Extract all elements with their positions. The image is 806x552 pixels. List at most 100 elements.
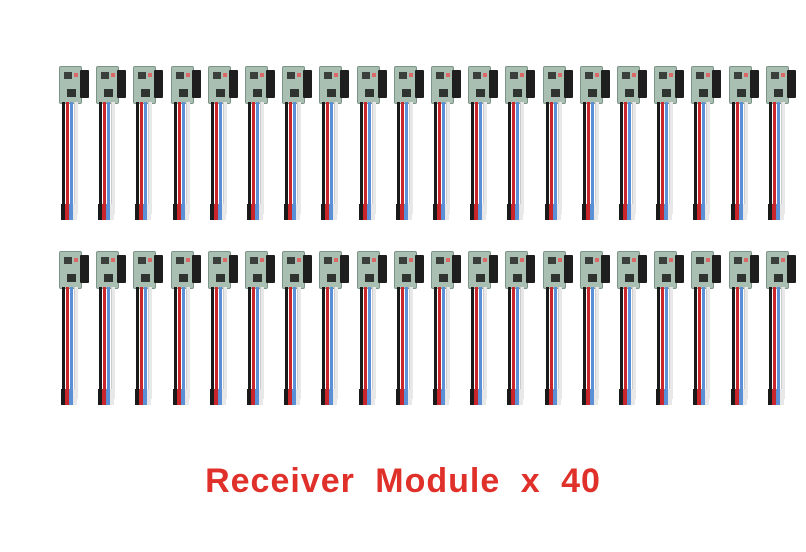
- wire-white: [483, 102, 488, 214]
- wire-red: [549, 102, 553, 214]
- wire-tip: [247, 204, 251, 220]
- wire-tip: [619, 204, 623, 220]
- wire-tip: [552, 204, 557, 220]
- wire-black: [359, 287, 363, 399]
- receiver-module: [578, 249, 614, 407]
- wire-red: [475, 102, 479, 214]
- wire-blue: [479, 102, 483, 214]
- wire-red: [661, 102, 665, 214]
- wire-black: [359, 102, 363, 214]
- wire-black: [582, 287, 586, 399]
- wire-tip: [668, 204, 673, 220]
- wire-tip: [143, 204, 148, 220]
- wire-blue: [70, 102, 73, 214]
- wire-blue: [144, 287, 148, 399]
- receiver-module: [652, 249, 688, 407]
- wire-tip: [296, 204, 301, 220]
- wire-tip: [507, 389, 512, 405]
- wire-white: [222, 102, 227, 214]
- wire-tip: [548, 389, 553, 405]
- wire-tip: [143, 389, 148, 405]
- wire-tip: [433, 204, 437, 220]
- wire-white: [408, 287, 413, 399]
- wire-blue: [404, 287, 408, 399]
- wire-tip: [333, 389, 338, 405]
- wire-red: [140, 102, 144, 214]
- antenna: [340, 255, 350, 283]
- wire-tip: [184, 389, 189, 405]
- wire-tip: [474, 204, 479, 220]
- wire-black: [396, 287, 400, 399]
- pcb-board: [654, 66, 678, 104]
- wire-tip: [474, 389, 479, 405]
- wire-black: [620, 287, 623, 399]
- wire-tip: [407, 389, 412, 405]
- wire-tip: [779, 204, 784, 220]
- wire-blue: [442, 102, 445, 214]
- pcb-board: [393, 251, 417, 289]
- wire-black: [173, 102, 177, 214]
- wire-red: [289, 287, 293, 399]
- pcb-board: [431, 66, 454, 104]
- wire-black: [582, 102, 586, 214]
- wire-white: [780, 102, 785, 214]
- wire-black: [396, 102, 400, 214]
- wire-white: [780, 287, 785, 399]
- wire-black: [434, 102, 437, 214]
- wire-white: [446, 287, 450, 399]
- pcb-board: [207, 66, 231, 104]
- wire-blue: [293, 102, 297, 214]
- antenna: [489, 255, 499, 283]
- wire-tip: [147, 389, 152, 405]
- wire-blue: [256, 102, 259, 214]
- module-row-top: [0, 64, 806, 224]
- wire-tip: [221, 389, 226, 405]
- wire-white: [520, 287, 525, 399]
- wire-tip: [589, 389, 594, 405]
- wire-tip: [701, 389, 706, 405]
- wire-red: [735, 287, 739, 399]
- pcb-board: [728, 66, 752, 104]
- wire-blue: [628, 287, 631, 399]
- wire-blue: [293, 287, 297, 399]
- receiver-module: [615, 64, 651, 222]
- pcb-board: [170, 66, 194, 104]
- wire-red: [214, 102, 218, 214]
- antenna: [303, 70, 313, 98]
- wire-blue: [516, 102, 520, 214]
- receiver-module: [57, 64, 93, 222]
- wire-red: [586, 102, 590, 214]
- pcb-board: [654, 251, 678, 289]
- wire-white: [74, 102, 78, 214]
- receiver-module: [429, 64, 465, 222]
- wire-tip: [437, 389, 441, 405]
- wire-tip: [544, 389, 549, 405]
- antenna: [377, 70, 387, 98]
- wire-red: [772, 102, 776, 214]
- wire-tip: [445, 204, 449, 220]
- wire-red: [661, 287, 665, 399]
- wire-tip: [176, 204, 181, 220]
- pcb-board: [59, 251, 82, 289]
- wire-tip: [209, 389, 214, 405]
- wire-black: [694, 287, 698, 399]
- wire-tip: [358, 204, 363, 220]
- pcb-board: [96, 66, 120, 104]
- wire-tip: [69, 204, 73, 220]
- wire-white: [408, 102, 413, 214]
- wire-tip: [358, 389, 363, 405]
- wire-black: [136, 102, 140, 214]
- wire-tip: [172, 389, 177, 405]
- wire-tip: [184, 204, 189, 220]
- pcb-board: [245, 251, 268, 289]
- wire-red: [512, 287, 516, 399]
- antenna: [563, 255, 573, 283]
- wire-tip: [544, 204, 549, 220]
- wire-white: [632, 102, 636, 214]
- wire-tip: [69, 389, 73, 405]
- wire-red: [438, 102, 441, 214]
- wire-tip: [589, 204, 594, 220]
- wire-white: [594, 102, 599, 214]
- wire-tip: [552, 389, 557, 405]
- wire-white: [371, 102, 376, 214]
